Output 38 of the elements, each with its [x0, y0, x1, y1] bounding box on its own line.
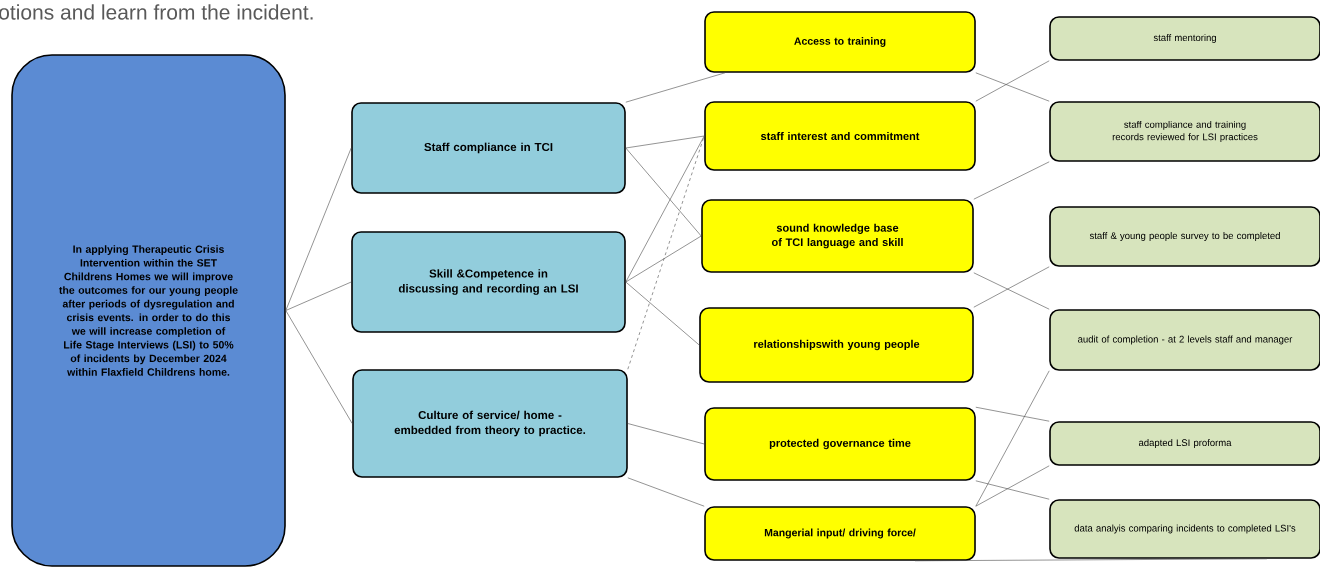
- factor-box: Access to training: [704, 11, 976, 73]
- factor-box: sound knowledge base of TCI language and skill: [701, 199, 974, 273]
- connector-line: [975, 72, 1050, 102]
- factor-box: Mangerial input/ driving force/: [704, 506, 976, 561]
- connector-line: [285, 310, 353, 424]
- connector-line: [625, 135, 705, 283]
- connector-line: [973, 161, 1050, 200]
- connector-line: [627, 477, 705, 507]
- change-idea-box: staff & young people survey to be completed: [1049, 206, 1320, 267]
- connector-line: [285, 281, 352, 311]
- connector-line: [975, 370, 1050, 507]
- change-idea-box: audit of completion - at 2 levels staff and manager: [1049, 309, 1320, 371]
- driver-box: Skill &Competence in discussing and recording an LSI: [351, 231, 626, 333]
- page-text: otions and learn from the incident.: [0, 4, 313, 20]
- connector-line: [285, 147, 352, 311]
- factor-box: staff interest and commitment: [704, 101, 976, 171]
- connector-line: [914, 558, 1268, 562]
- connector-line: [625, 135, 705, 149]
- connector-line: [625, 72, 726, 103]
- driver-box: Culture of service/ home - embedded from theory to practice.: [352, 369, 628, 478]
- connector-line: [627, 423, 705, 445]
- connector-line: [975, 480, 1050, 500]
- connector-line: [973, 266, 1050, 308]
- connector-line: [625, 235, 702, 283]
- goal-box: In applying Therapeutic Crisis Intervention within the SET Childrens Homes we will improve the outcomes for our young people after periods of dysregulation and crisis events. in order to do this we will increase completion of Life Stage Interviews (LSI) to 50% of incidents by December 2024 within Flaxfield Childrens home.: [11, 54, 286, 567]
- factor-box: relationshipswith young people: [699, 307, 974, 383]
- connector-line: [975, 60, 1050, 102]
- change-idea-box: adapted LSI proforma: [1049, 421, 1320, 466]
- connector-line: [975, 465, 1050, 507]
- change-idea-box: staff mentoring: [1049, 16, 1320, 61]
- change-idea-box: staff compliance and training records reviewed for LSI practices: [1049, 101, 1320, 162]
- connector-line: [625, 281, 700, 346]
- connector-line: [973, 272, 1050, 310]
- connector-line: [975, 406, 1050, 422]
- connector-line: [625, 147, 702, 237]
- factor-box: protected governance time: [704, 407, 976, 481]
- change-idea-box: data analyis comparing incidents to completed LSI's: [1049, 499, 1320, 559]
- driver-box: Staff compliance in TCI: [351, 102, 626, 194]
